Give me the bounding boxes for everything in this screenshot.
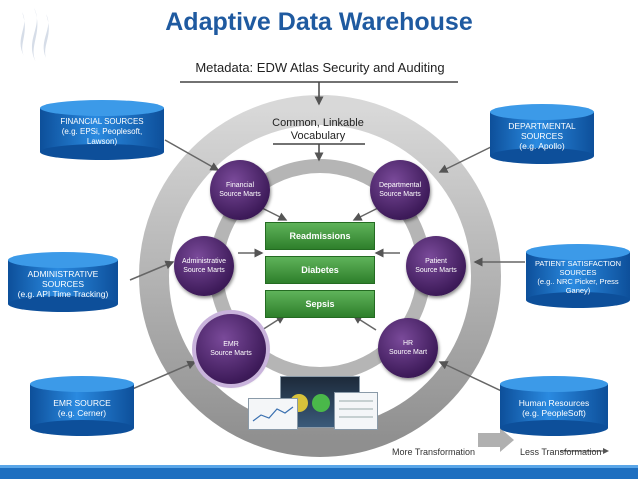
bottom-band [0,465,638,479]
source-cylinders [8,100,630,436]
vocabulary-line: Common, Linkable [272,117,364,129]
subject-area-diabetes: Diabetes [265,256,375,284]
emr-source-marts: EMR Source Marts [196,314,266,384]
source-line: (e.g. PeopleSoft) [522,408,586,418]
source-line: (e.g. EPSi, Peoplesoft, [61,127,143,136]
mart-line: HR [402,340,414,347]
table-screenshot [334,392,378,430]
administrative-source-marts: Administrative Source Marts [174,236,234,296]
administrative-sources: ADMINISTRATIVE SOURCES (e.g. API Time Tr… [8,266,118,302]
financial-sources: FINANCIAL SOURCES (e.g. EPSi, Peoplesoft… [40,114,164,150]
source-line: DEPARTMENTAL [508,121,576,131]
patient-source-marts: Patient Source Marts [406,236,466,296]
source-line: PATIENT SATISFACTION [534,259,622,268]
report-screenshot [248,398,298,430]
metadata-label: Metadata: EDW Atlas Security and Auditin… [195,60,445,75]
mart-line: Source Marts [379,191,421,198]
mart-line: Departmental [378,182,422,189]
mart-line: Source Marts [210,350,252,357]
financial-source-marts: Financial Source Marts [210,160,270,220]
source-line: ADMINISTRATIVE [27,269,99,279]
outer-ring [139,95,501,457]
patient-satisfaction-sources: PATIENT SATISFACTION SOURCES (e.g.. NRC … [526,256,630,298]
source-line: (e.g. Apollo) [519,141,565,151]
mart-line: Administrative [182,258,226,265]
subject-area-readmissions: Readmissions [265,222,375,250]
hr-source-mart: HR Source Mart [378,318,438,378]
emr-source: EMR SOURCE (e.g. Cerner) [30,392,134,424]
source-line: (e.g. Cerner) [57,408,107,418]
source-line: Lawson) [86,137,118,146]
source-line: SOURCES [559,268,597,277]
source-line: (e.g. API Time Tracking) [17,289,109,299]
page-title: Adaptive Data Warehouse [165,8,473,36]
less-transformation-label: Less Transformation [520,447,602,457]
hr-sources: Human Resources (e.g. PeopleSoft) [500,392,608,424]
source-line: Human Resources [518,398,590,408]
mart-line: Source Marts [415,267,457,274]
mart-line: EMR [223,341,239,348]
mart-line: Source Marts [183,267,225,274]
table-grid-icon [339,400,373,418]
vocabulary-line: Vocabulary [290,130,346,142]
source-line: Ganey) [565,286,591,295]
source-line: SOURCES [41,279,85,289]
subject-area-sepsis: Sepsis [265,290,375,318]
source-line: (e.g.. NRC Picker, Press [537,277,619,286]
source-line: SOURCES [520,131,564,141]
mart-line: Source Marts [219,191,261,198]
source-line: EMR SOURCE [53,398,111,408]
mart-line: Source Mart [388,349,428,356]
report-graph-icon [252,406,294,422]
mart-line: Patient [425,258,447,265]
source-line: FINANCIAL SOURCES [60,117,144,126]
departmental-source-marts: Departmental Source Marts [370,160,430,220]
vocabulary-label: Common, Linkable Vocabulary [255,117,381,143]
flame-logo-icon [20,8,49,62]
more-transformation-label: More Transformation [392,447,476,457]
transformation-arrow-icon [478,428,514,452]
mart-line: Financial [225,182,254,189]
departmental-sources: DEPARTMENTAL SOURCES (e.g. Apollo) [490,118,594,154]
